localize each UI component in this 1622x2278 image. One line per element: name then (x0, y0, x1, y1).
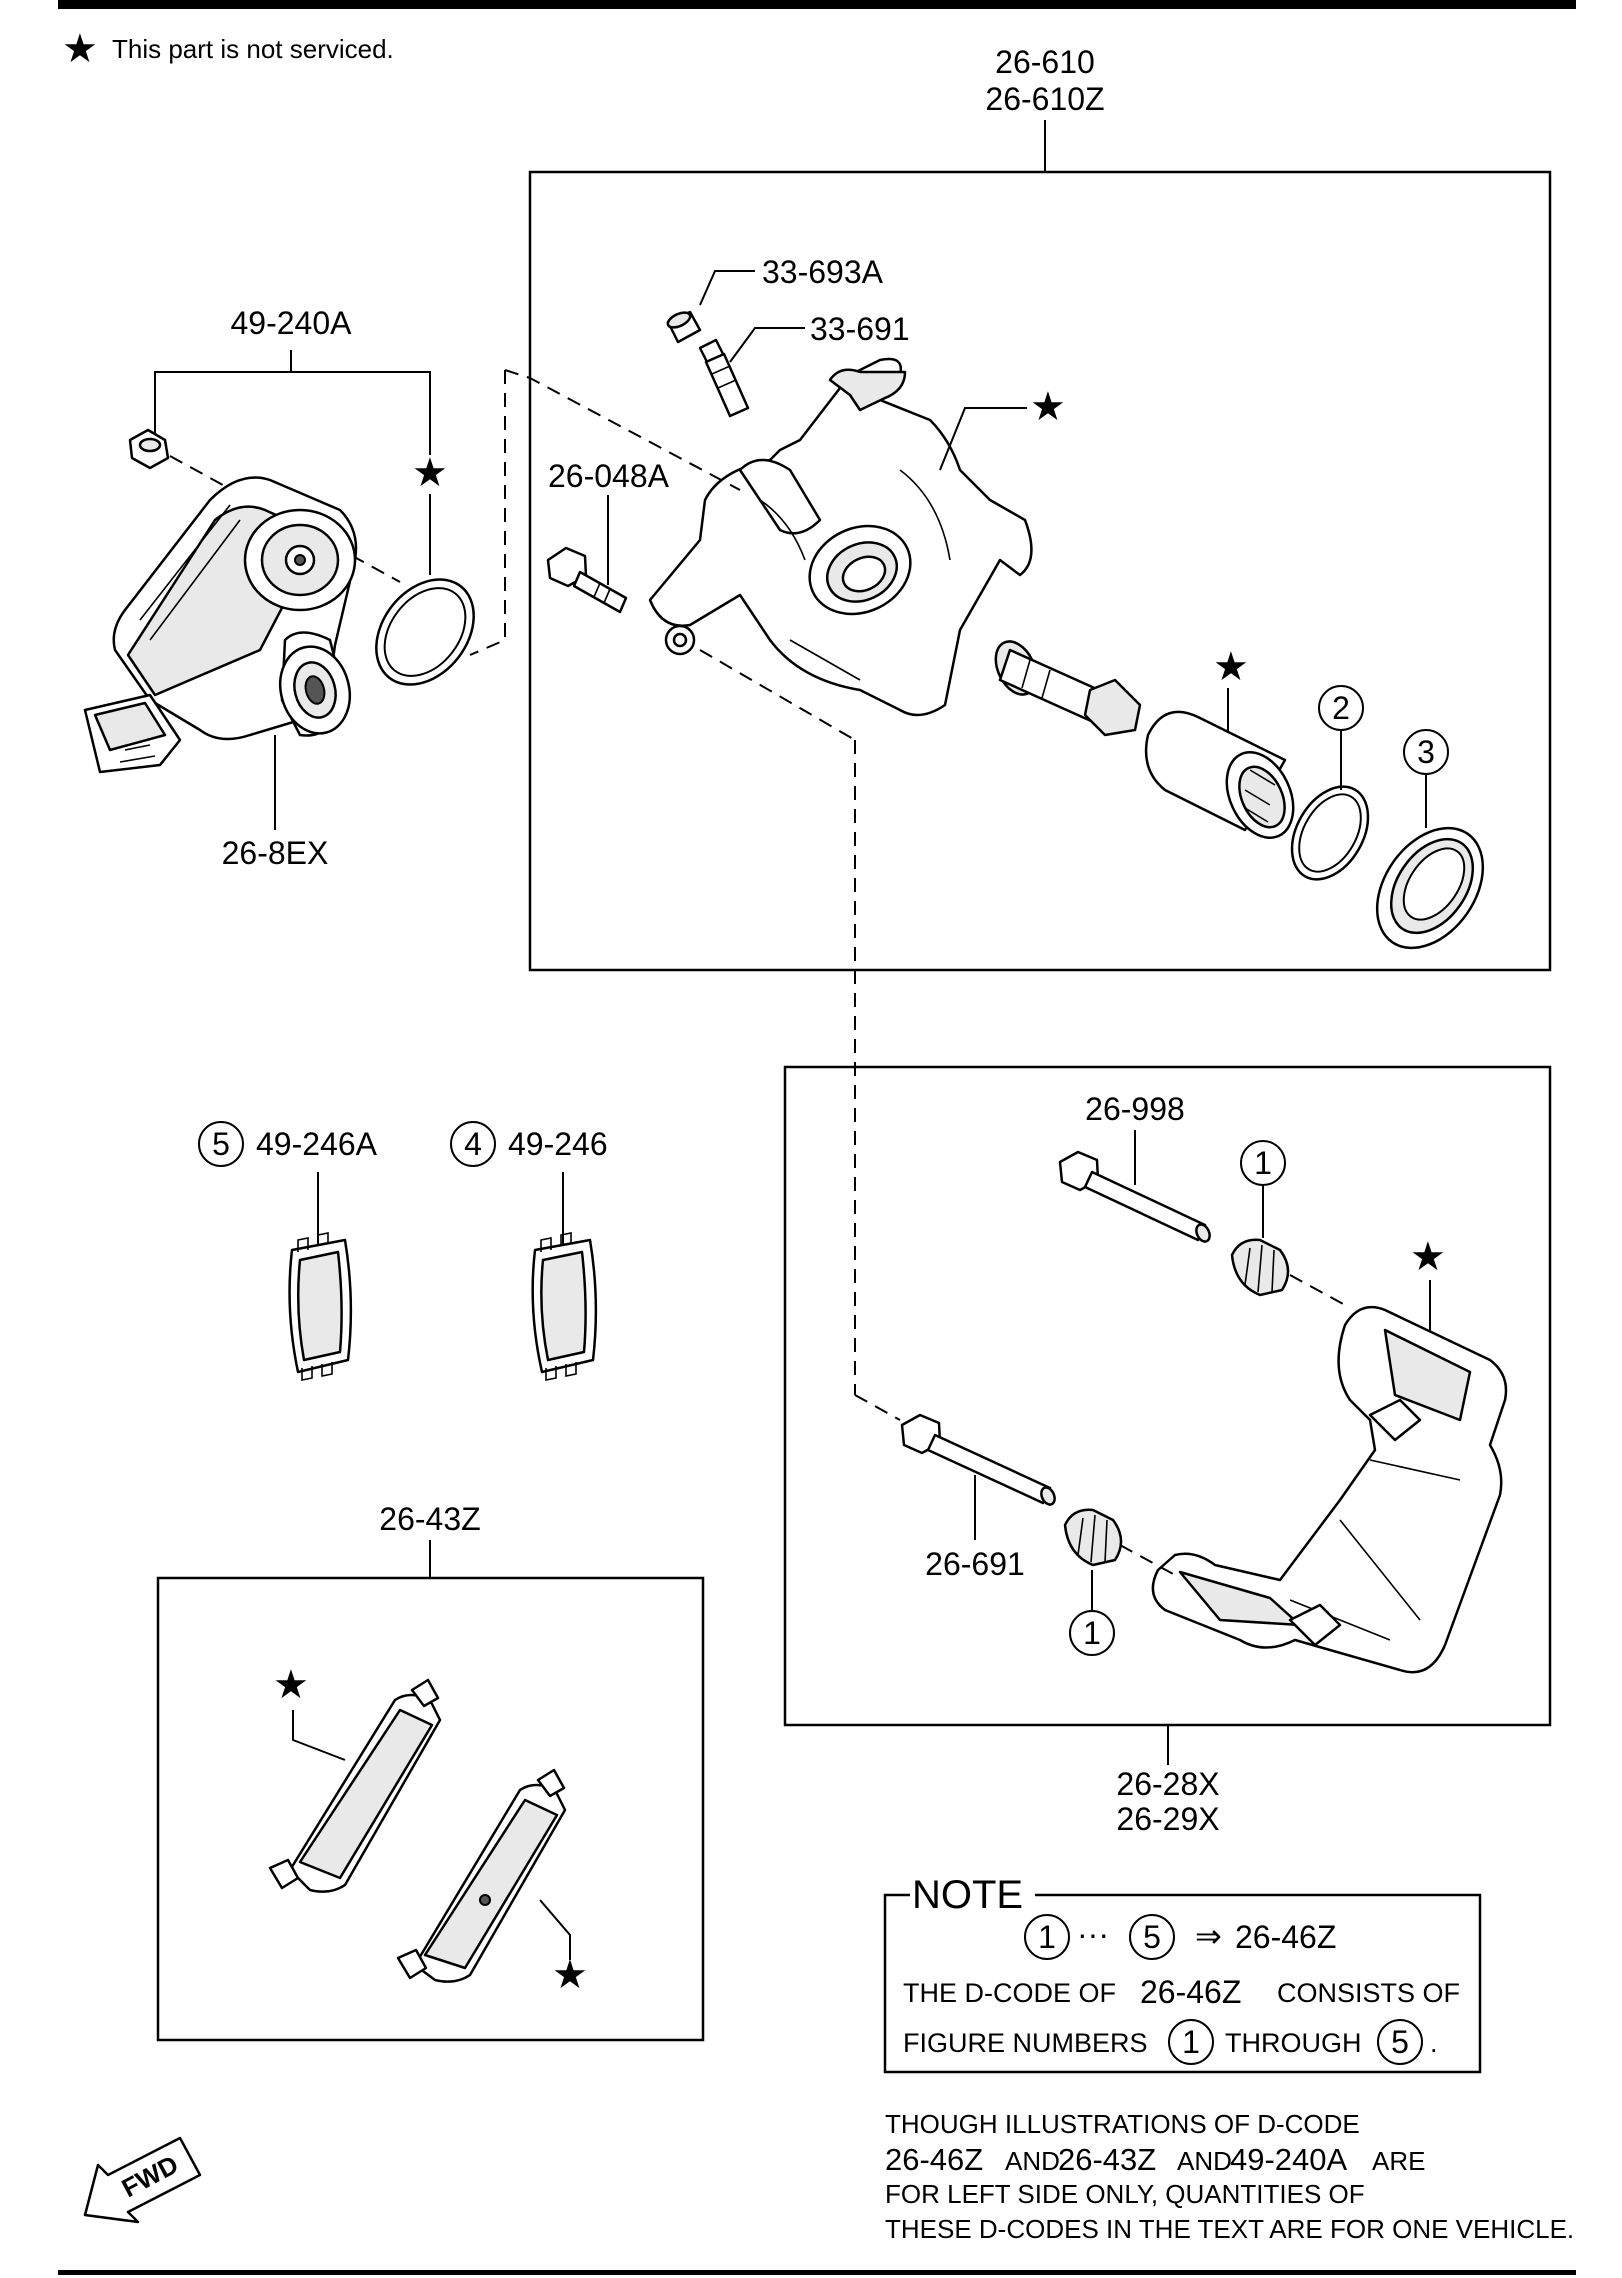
caliper-assembly-group: 26-610 26-610Z 33-693A 33-691 (469, 44, 1552, 1395)
label-26-28x: 26-28X (1116, 1766, 1219, 1802)
motor-o-ring-part (375, 578, 475, 686)
callout-5: 5 (212, 1126, 230, 1162)
note-line3-n1: 1 (1182, 2024, 1200, 2060)
footer-code2: 26-43Z (1058, 2142, 1156, 2177)
label-26-048a: 26-048A (548, 458, 670, 494)
note-line3-a: FIGURE NUMBERS (903, 2028, 1148, 2058)
brake-pad-1-part (268, 1678, 442, 1893)
caliper-star-icon: ★ (1030, 385, 1066, 429)
caliper-bracket-part (1151, 1305, 1508, 1674)
motor-group: 49-240A ★ (83, 305, 475, 871)
legend-star-icon: ★ (62, 27, 98, 71)
note-box-group: NOTE 1 ··· 5 ⇒ 26-46Z THE D-CODE OF 26-4… (883, 1873, 1482, 2074)
footer-line1: THOUGH ILLUSTRATIONS OF D-CODE (885, 2109, 1360, 2139)
shim-4-part (531, 1232, 598, 1381)
label-33-691: 33-691 (810, 311, 910, 347)
note-line2-a: THE D-CODE OF (903, 1978, 1116, 2008)
callout-1-lower: 1 (1083, 1615, 1101, 1651)
footer-code1: 26-46Z (885, 2142, 983, 2177)
shim-5-group: 5 49-246A (198, 1121, 378, 1381)
note-line3-n5: 5 (1391, 2024, 1409, 2060)
label-49-240a: 49-240A (231, 305, 353, 341)
legend-text: This part is not serviced. (112, 34, 394, 64)
footer-and1: AND (1005, 2146, 1060, 2176)
upper-guide-boot-part (1230, 1238, 1290, 1297)
label-26-43z: 26-43Z (379, 1501, 480, 1537)
label-33-693a: 33-693A (762, 254, 884, 290)
caliper-body-part (648, 357, 1033, 717)
label-26-691: 26-691 (925, 1546, 1025, 1582)
parking-brake-motor-part (83, 476, 358, 774)
piston-part (1144, 710, 1295, 839)
note-range-start: 1 (1038, 1919, 1056, 1955)
label-49-246a: 49-246A (256, 1126, 378, 1162)
note-arrow: ⇒ (1195, 1918, 1222, 1954)
pad-kit-box (156, 1576, 705, 2042)
note-line2-code: 26-46Z (1140, 1974, 1241, 2010)
shim-5-part (288, 1232, 353, 1381)
bracket-group: 26-998 1 ★ 2 (783, 1065, 1552, 1837)
fwd-arrow-icon: FWD (83, 2136, 202, 2224)
footer-are: ARE (1372, 2146, 1425, 2176)
caliper-bolt-part (546, 546, 628, 614)
legend: ★ This part is not serviced. (62, 27, 394, 71)
callout-1-upper: 1 (1254, 1145, 1272, 1181)
bracket-star-icon: ★ (1410, 1235, 1446, 1279)
footer-and2: AND (1177, 2146, 1232, 2176)
bottom-border (58, 2270, 1576, 2275)
callout-2: 2 (1332, 690, 1350, 726)
bleeder-screw-part (698, 338, 750, 418)
note-range-code: 26-46Z (1235, 1919, 1336, 1955)
footer-note: THOUGH ILLUSTRATIONS OF D-CODE 26-46Z AN… (885, 2109, 1574, 2244)
motor-bolt-part (128, 428, 170, 470)
lower-guide-boot-part (1063, 1508, 1123, 1567)
callout-3: 3 (1417, 734, 1435, 770)
pad-kit-group: 26-43Z ★ ★ (156, 1501, 705, 2042)
label-26-29x: 26-29X (1116, 1801, 1219, 1837)
piston-seal-part (1290, 785, 1370, 881)
pad-2-star-icon: ★ (552, 1953, 588, 1997)
label-26-998: 26-998 (1085, 1091, 1185, 1127)
piston-star-icon: ★ (1213, 645, 1249, 689)
upper-guide-pin-part (1058, 1150, 1211, 1243)
note-range-end: 5 (1143, 1919, 1161, 1955)
top-border (58, 0, 1576, 9)
caliper-assembly-box (528, 170, 1552, 972)
label-26-8ex: 26-8EX (222, 835, 329, 871)
label-26-610z: 26-610Z (985, 81, 1104, 117)
footer-code3: 49-240A (1230, 2142, 1348, 2177)
label-49-246: 49-246 (508, 1126, 608, 1162)
motor-star-icon: ★ (412, 451, 448, 495)
bleeder-cap-part (666, 310, 702, 344)
note-line2-b: CONSISTS OF (1277, 1978, 1460, 2008)
shim-4-group: 4 49-246 (450, 1121, 608, 1381)
brake-pad-2-part (396, 1768, 567, 1983)
guide-pin-with-boot-part (994, 640, 1142, 737)
note-line3-end: . (1430, 2028, 1438, 2058)
callout-4: 4 (464, 1126, 482, 1162)
note-range-sep: ··· (1077, 1916, 1109, 1952)
label-26-610: 26-610 (995, 44, 1095, 80)
footer-line3: FOR LEFT SIDE ONLY, QUANTITIES OF (885, 2179, 1365, 2209)
piston-boot-part (1375, 826, 1485, 950)
note-line3-b: THROUGH (1225, 2028, 1362, 2058)
pad-1-star-icon: ★ (273, 1663, 309, 1707)
note-title: NOTE (912, 1873, 1023, 1917)
note-box (883, 1893, 1482, 2074)
footer-line4: THESE D-CODES IN THE TEXT ARE FOR ONE VE… (885, 2214, 1574, 2244)
lower-guide-pin-part (900, 1413, 1056, 1506)
